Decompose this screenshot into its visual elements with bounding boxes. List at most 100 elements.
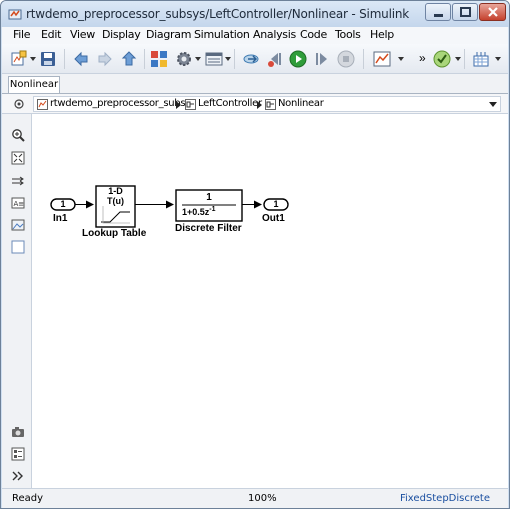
breadcrumb: rtwdemo_preprocessor_subsys LeftControll…	[33, 96, 501, 112]
title-bar[interactable]: rtwdemo_preprocessor_subsys/LeftControll…	[1, 1, 509, 27]
model-canvas[interactable]: 1 In1 1-D T(u) Lookup Table 1 1+0.5z-1 D…	[32, 114, 508, 488]
menu-tools[interactable]: Tools	[335, 28, 361, 41]
lookup-table-block[interactable]	[95, 185, 136, 228]
grid-settings-icon	[473, 52, 489, 67]
menu-edit[interactable]: Edit	[41, 28, 62, 41]
library-browser-button[interactable]	[150, 50, 168, 68]
configuration-button[interactable]	[472, 50, 490, 68]
arrow-up-icon	[121, 51, 137, 66]
configuration-dropdown-icon[interactable]	[495, 57, 501, 61]
build-icon	[243, 54, 259, 64]
step-forward-button[interactable]	[313, 50, 331, 68]
inport-number: 1	[60, 199, 66, 209]
toolbar-overflow-button[interactable]: »	[419, 51, 426, 65]
minimize-button[interactable]	[425, 3, 451, 21]
menu-code[interactable]: Code	[300, 28, 327, 41]
fit-to-view-icon[interactable]	[11, 151, 25, 165]
breadcrumb-dropdown-icon[interactable]	[489, 102, 497, 107]
up-button[interactable]	[120, 50, 138, 68]
step-back-button[interactable]	[266, 50, 284, 68]
save-icon	[41, 52, 55, 66]
outport-block[interactable]	[263, 198, 289, 211]
expand-chevron-icon[interactable]	[11, 469, 25, 483]
menu-display[interactable]: Display	[102, 28, 141, 41]
lookup-table-label: Lookup Table	[82, 228, 147, 239]
tab-nonlinear[interactable]: Nonlinear	[8, 76, 60, 94]
data-inspector-icon	[373, 51, 391, 67]
close-button[interactable]	[479, 3, 506, 21]
arrow-left-icon	[74, 51, 88, 67]
lookup-curve-icon	[101, 211, 130, 223]
hide-browser-icon[interactable]	[14, 99, 24, 109]
arrow-right-icon[interactable]	[11, 174, 25, 188]
model-icon	[37, 99, 48, 110]
filter-numerator: 1	[206, 192, 212, 203]
model-settings-dropdown-icon[interactable]	[195, 57, 201, 61]
toolbar-separator	[464, 49, 465, 69]
subsystem-icon	[185, 99, 196, 110]
stop-icon	[337, 50, 355, 68]
check-icon	[433, 50, 451, 68]
status-bar: Ready 100% FixedStepDiscrete	[2, 488, 508, 508]
model-advisor-button[interactable]	[433, 50, 451, 68]
tab-strip: Nonlinear	[2, 74, 508, 94]
simulink-logo-icon	[8, 9, 22, 20]
zoom-icon[interactable]	[11, 128, 25, 142]
new-model-icon	[11, 50, 27, 66]
new-model-button[interactable]	[10, 50, 28, 68]
outport-label: Out1	[262, 213, 285, 224]
model-explorer-dropdown-icon[interactable]	[225, 57, 231, 61]
image-icon[interactable]	[11, 218, 25, 232]
status-text: Ready	[12, 493, 44, 504]
camera-icon[interactable]	[11, 425, 25, 439]
menu-help[interactable]: Help	[370, 28, 394, 41]
zoom-level: 100%	[248, 493, 277, 504]
menu-diagram[interactable]: Diagram	[146, 28, 192, 41]
model-explorer-button[interactable]	[205, 50, 223, 68]
breadcrumb-separator-icon	[176, 101, 181, 109]
svg-text:A≡: A≡	[14, 200, 25, 208]
run-button[interactable]	[289, 50, 307, 68]
discrete-filter-block[interactable]	[175, 189, 243, 222]
model-browser-icon[interactable]	[11, 447, 25, 461]
data-inspector-dropdown-icon[interactable]	[398, 57, 404, 61]
forward-button[interactable]	[96, 50, 114, 68]
breadcrumb-item-nonlinear[interactable]: Nonlinear	[278, 98, 324, 109]
back-button[interactable]	[72, 50, 90, 68]
menu-simulation[interactable]: Simulation	[194, 28, 250, 41]
model-explorer-icon	[205, 52, 223, 66]
menu-file[interactable]: File	[13, 28, 31, 41]
model-settings-button[interactable]	[175, 50, 193, 68]
left-palette: A≡	[2, 114, 32, 488]
step-back-icon	[268, 53, 281, 67]
block-diagram	[50, 185, 289, 228]
play-icon	[289, 50, 307, 68]
area-icon[interactable]	[11, 240, 25, 254]
new-model-dropdown-icon[interactable]	[30, 57, 36, 61]
window-title: rtwdemo_preprocessor_subsys/LeftControll…	[26, 7, 410, 21]
lookup-dim-label: 1-D	[108, 186, 123, 196]
build-model-button[interactable]	[242, 50, 260, 68]
toolbar-separator	[234, 49, 235, 69]
maximize-button[interactable]	[452, 3, 478, 21]
breadcrumb-item-model[interactable]: rtwdemo_preprocessor_subsys	[50, 98, 196, 109]
step-forward-icon	[316, 53, 327, 65]
menu-view[interactable]: View	[70, 28, 95, 41]
menu-analysis[interactable]: Analysis	[253, 28, 296, 41]
maximize-icon	[460, 7, 471, 17]
breadcrumb-separator-icon	[257, 101, 262, 109]
model-advisor-dropdown-icon[interactable]	[455, 57, 461, 61]
annotation-icon[interactable]: A≡	[11, 196, 25, 210]
close-icon	[488, 7, 498, 17]
stop-button[interactable]	[337, 50, 355, 68]
filter-exponent: -1	[209, 206, 216, 213]
subsystem-icon	[265, 99, 276, 110]
breadcrumb-item-leftcontroller[interactable]: LeftController	[198, 98, 262, 109]
solver-link[interactable]: FixedStepDiscrete	[400, 493, 490, 504]
simulation-data-inspector-button[interactable]	[373, 50, 391, 68]
minimize-icon	[434, 14, 443, 17]
toolbar: »	[2, 44, 508, 74]
save-button[interactable]	[39, 50, 57, 68]
toolbar-separator	[363, 49, 364, 69]
